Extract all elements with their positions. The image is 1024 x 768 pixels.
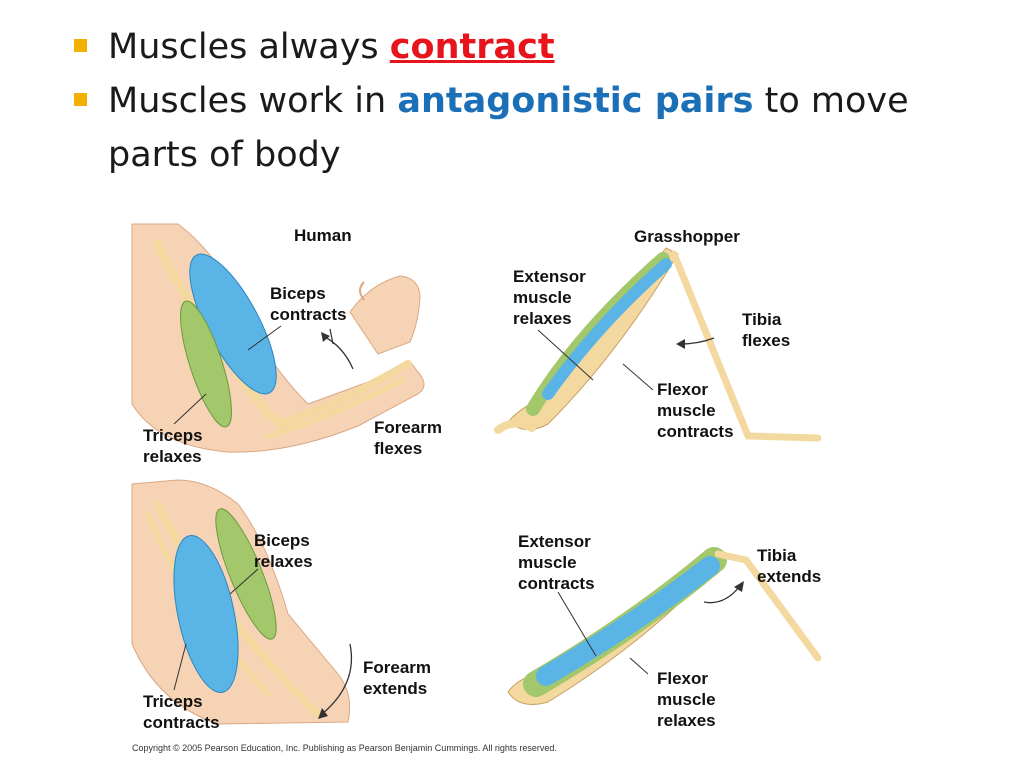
square-bullet-icon [74, 93, 87, 106]
bullet-2-emphasis: antagonistic pairs [397, 81, 754, 121]
bullet-1-text: Muscles always [108, 27, 390, 67]
bullet-item-2: Muscles work in antagonistic pairs to mo… [74, 74, 974, 182]
grasshopper-leg-flexed [494, 247, 822, 442]
copyright-notice: Copyright © 2005 Pearson Education, Inc.… [132, 743, 557, 753]
bullet-list: Muscles always contract Muscles work in … [74, 20, 974, 182]
bullet-2-text: Muscles work in [108, 81, 398, 121]
anatomy-illustration [131, 223, 822, 725]
square-bullet-icon [74, 39, 87, 52]
bullet-2-text-line2: parts of body [108, 135, 341, 175]
grasshopper-title: Grasshopper [634, 227, 740, 246]
bullet-item-1: Muscles always contract [74, 20, 974, 74]
human-title: Human [294, 226, 352, 245]
bullet-2-text-post: to move [753, 81, 909, 121]
human-arm-flexed [131, 223, 425, 453]
bullet-1-emphasis: contract [389, 27, 555, 67]
human-arm-extended [131, 479, 353, 725]
grasshopper-leg-extended [507, 547, 822, 705]
